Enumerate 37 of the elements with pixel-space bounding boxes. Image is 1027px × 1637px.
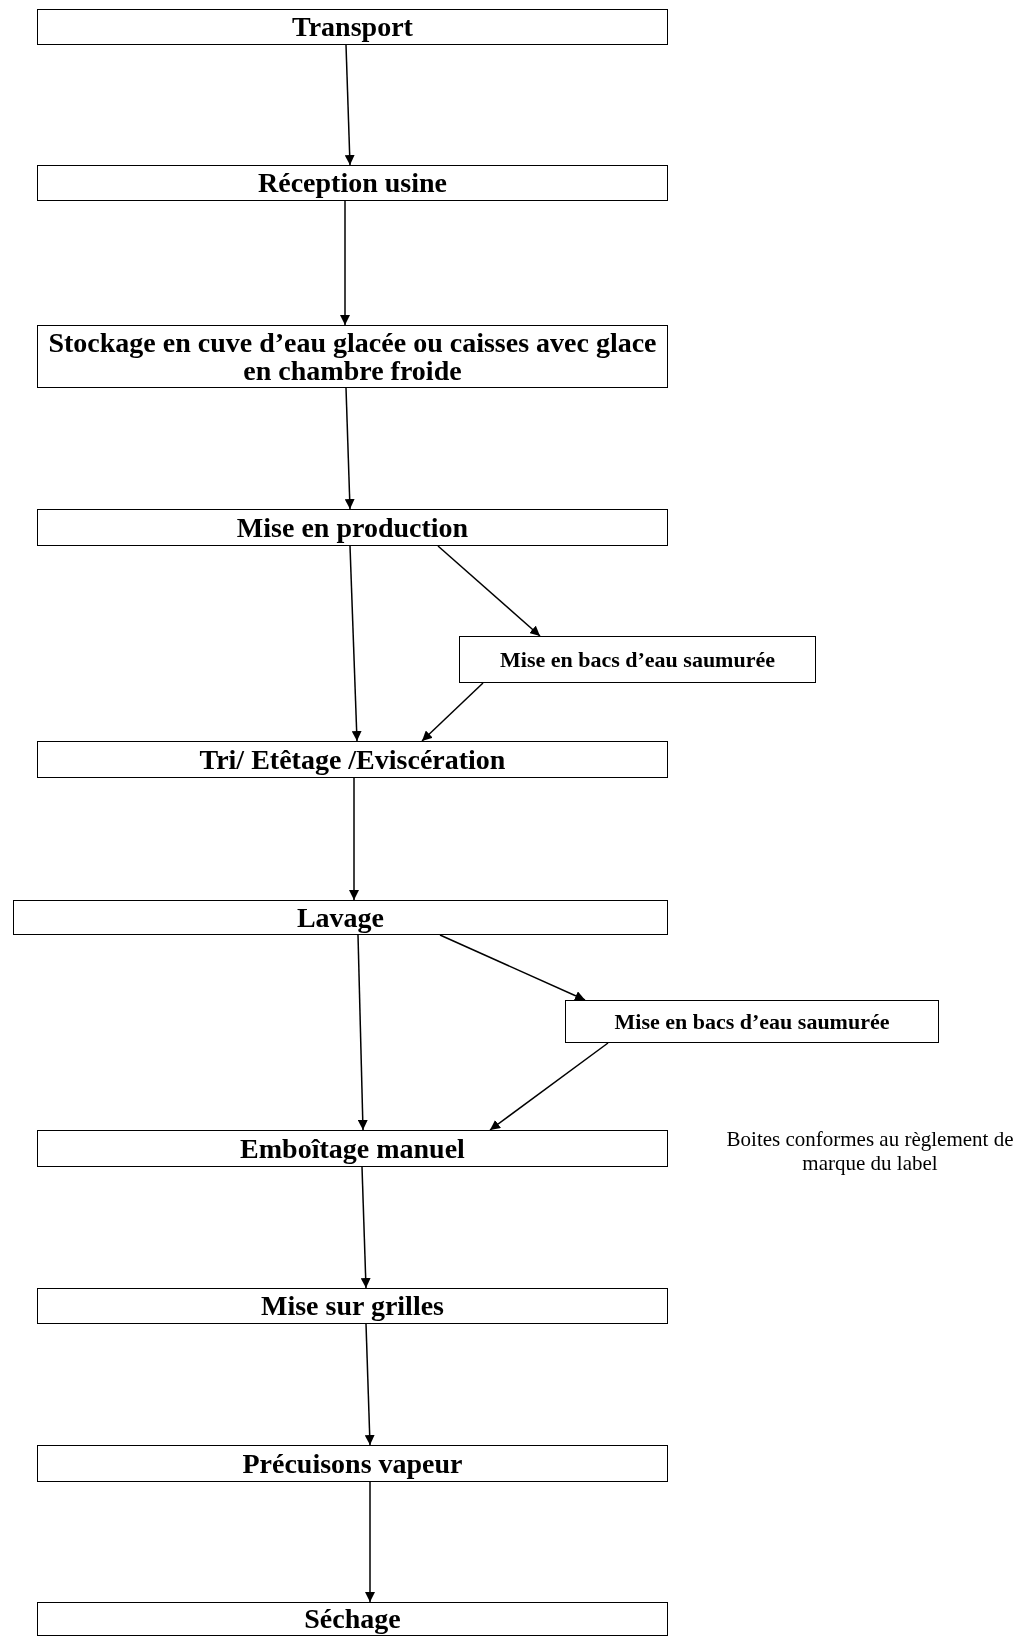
arrow (357, 934, 368, 1131)
arrow (340, 200, 350, 326)
side-note: Boites conformes au règlement de marque du label (725, 1127, 1015, 1176)
step-label: Séchage (304, 1605, 401, 1633)
process-box (37, 1445, 668, 1482)
arrow (489, 1042, 609, 1131)
process-box (37, 509, 668, 546)
step-label: Tri/ Etêtage /Eviscération (199, 745, 506, 774)
arrow (349, 777, 359, 901)
step-label: Mise en bacs d’eau saumurée (500, 648, 775, 671)
process-box (37, 165, 668, 201)
step-label: Mise en production (236, 513, 469, 542)
arrow (439, 934, 586, 1001)
step-label: Mise en bacs d’eau saumurée (614, 1010, 890, 1033)
step-label: Réception usine (258, 169, 447, 197)
step-label: Lavage (296, 903, 385, 932)
arrow (365, 1481, 375, 1603)
process-box (459, 636, 816, 683)
step-label: Précuisons vapeur (242, 1449, 463, 1478)
arrow (421, 682, 484, 742)
process-box (37, 1130, 668, 1167)
step-label: Stockage en cuve d’eau glacée ou caisses avec glace en chambre froide (47, 328, 658, 385)
arrow (360, 1166, 371, 1289)
arrow (437, 545, 541, 637)
arrow (344, 387, 355, 510)
process-box (565, 1000, 939, 1043)
process-box (37, 9, 668, 45)
arrow (364, 1323, 375, 1446)
process-box (37, 1602, 668, 1636)
step-label: Mise sur grilles (261, 1292, 444, 1320)
process-box (13, 900, 668, 935)
step-label: Transport (292, 13, 413, 41)
process-box (37, 1288, 668, 1324)
arrow (344, 44, 355, 166)
step-label: Emboîtage manuel (240, 1134, 465, 1163)
process-box (37, 741, 668, 778)
arrow (349, 545, 362, 742)
